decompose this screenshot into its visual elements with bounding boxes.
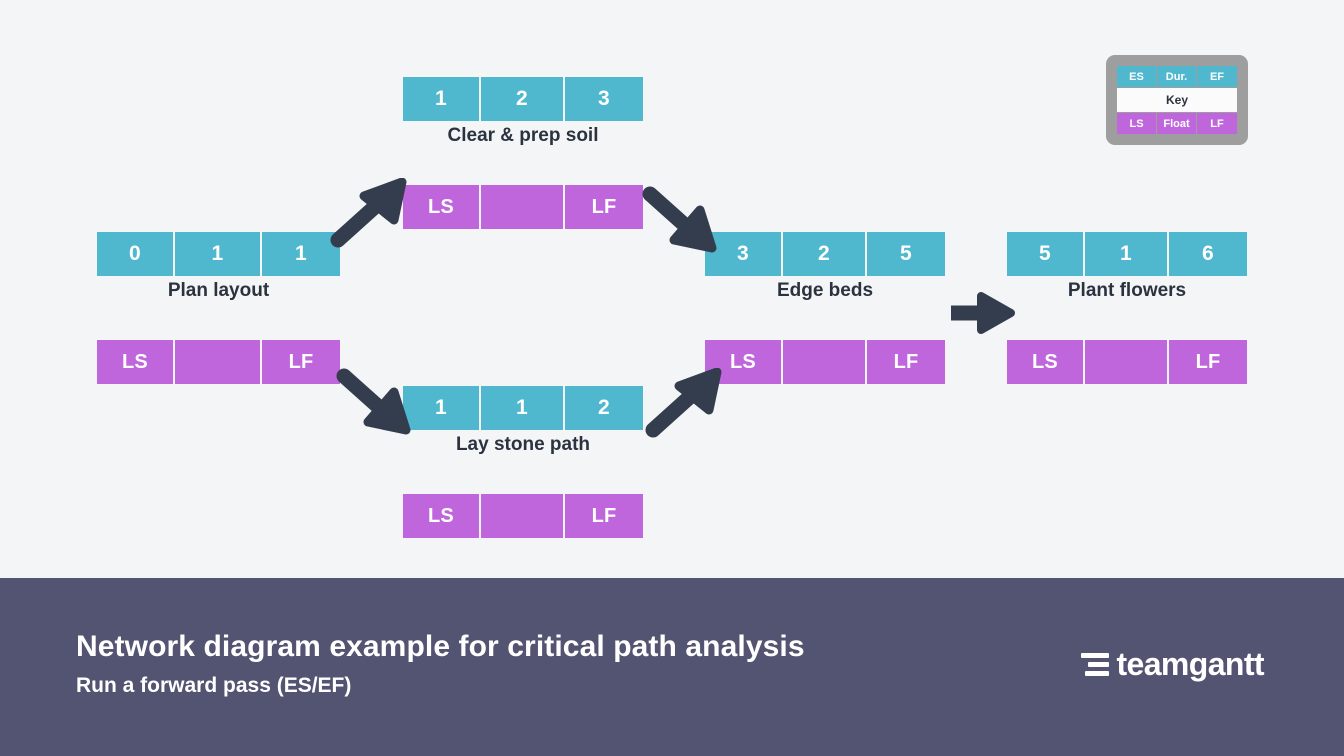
node-lay-stone-path-early: 1 1 2 Lay stone path (403, 386, 643, 455)
lf-value: LF (867, 340, 945, 384)
node-plant-flowers-late: LS LF (1007, 340, 1247, 384)
key-ef-cell: EF (1197, 66, 1237, 87)
es-value: 5 (1007, 232, 1085, 276)
early-row: 5 1 6 (1007, 232, 1247, 276)
key-dur-cell: Dur. (1157, 66, 1197, 87)
lf-value: LF (1169, 340, 1247, 384)
ls-value: LS (97, 340, 175, 384)
float-value (481, 494, 565, 538)
gantt-bars-icon (1081, 653, 1110, 676)
float-value (481, 185, 565, 229)
es-value: 3 (705, 232, 783, 276)
arrow-clear-prep-soil-to-edge-beds (642, 186, 717, 253)
node-label-clear-prep-soil: Clear & prep soil (447, 125, 599, 146)
node-plant-flowers-early: 5 1 6 Plant flowers (1007, 232, 1247, 301)
key-early-row: ES Dur. EF (1117, 66, 1237, 87)
node-label-lay-stone-path: Lay stone path (455, 434, 591, 455)
ef-value: 3 (565, 77, 643, 121)
early-row: 1 2 3 (403, 77, 643, 121)
float-value (783, 340, 867, 384)
logo-wordmark: teamgantt (1116, 646, 1264, 682)
float-value (1085, 340, 1169, 384)
node-edge-beds-early: 3 2 5 Edge beds (705, 232, 945, 301)
es-value: 1 (403, 77, 481, 121)
es-value: 0 (97, 232, 175, 276)
ef-value: 2 (565, 386, 643, 430)
key-late-row: LS Float LF (1117, 113, 1237, 134)
late-row: LS LF (705, 340, 945, 384)
ef-value: 5 (867, 232, 945, 276)
arrow-plan-layout-to-clear-prep-soil (330, 178, 407, 248)
node-clear-prep-soil-early: 1 2 3 Clear & prep soil (403, 77, 643, 146)
node-label-plan-layout: Plan layout (167, 280, 270, 301)
arrow-lay-stone-path-to-edge-beds (645, 368, 722, 438)
node-plan-layout-late: LS LF (97, 340, 340, 384)
arrow-plan-layout-to-lay-stone-path (336, 368, 411, 435)
key-ls-cell: LS (1117, 113, 1157, 134)
ef-value: 6 (1169, 232, 1247, 276)
late-row: LS LF (403, 494, 643, 538)
key-float-cell: Float (1157, 113, 1197, 134)
early-row: 0 1 1 (97, 232, 340, 276)
late-row: LS LF (1007, 340, 1247, 384)
footer-bar: Network diagram example for critical pat… (0, 578, 1344, 756)
ls-value: LS (403, 185, 481, 229)
early-row: 3 2 5 (705, 232, 945, 276)
dur-value: 2 (783, 232, 867, 276)
arrow-edge-beds-to-plant-flowers (951, 292, 1015, 334)
dur-value: 1 (481, 386, 565, 430)
late-row: LS LF (403, 185, 643, 229)
node-clear-prep-soil-late: LS LF (403, 185, 643, 229)
dur-value: 1 (175, 232, 262, 276)
key-lf-cell: LF (1197, 113, 1237, 134)
lf-value: LF (565, 185, 643, 229)
lf-value: LF (565, 494, 643, 538)
dur-value: 2 (481, 77, 565, 121)
es-value: 1 (403, 386, 481, 430)
early-row: 1 1 2 (403, 386, 643, 430)
node-plan-layout-early: 0 1 1 Plan layout (97, 232, 340, 301)
teamgantt-logo: teamgantt (1081, 646, 1265, 683)
lf-value: LF (262, 340, 340, 384)
ls-value: LS (1007, 340, 1085, 384)
float-value (175, 340, 262, 384)
key-legend: ES Dur. EF Key LS Float LF (1106, 55, 1248, 145)
ef-value: 1 (262, 232, 340, 276)
footer-title: Network diagram example for critical pat… (76, 630, 805, 663)
node-label-plant-flowers: Plant flowers (1067, 280, 1187, 301)
dur-value: 1 (1085, 232, 1169, 276)
key-es-cell: ES (1117, 66, 1157, 87)
node-lay-stone-path-late: LS LF (403, 494, 643, 538)
node-label-edge-beds: Edge beds (776, 280, 874, 301)
key-title: Key (1117, 87, 1237, 113)
ls-value: LS (403, 494, 481, 538)
footer-subtitle: Run a forward pass (ES/EF) (76, 674, 352, 697)
node-edge-beds-late: LS LF (705, 340, 945, 384)
late-row: LS LF (97, 340, 340, 384)
